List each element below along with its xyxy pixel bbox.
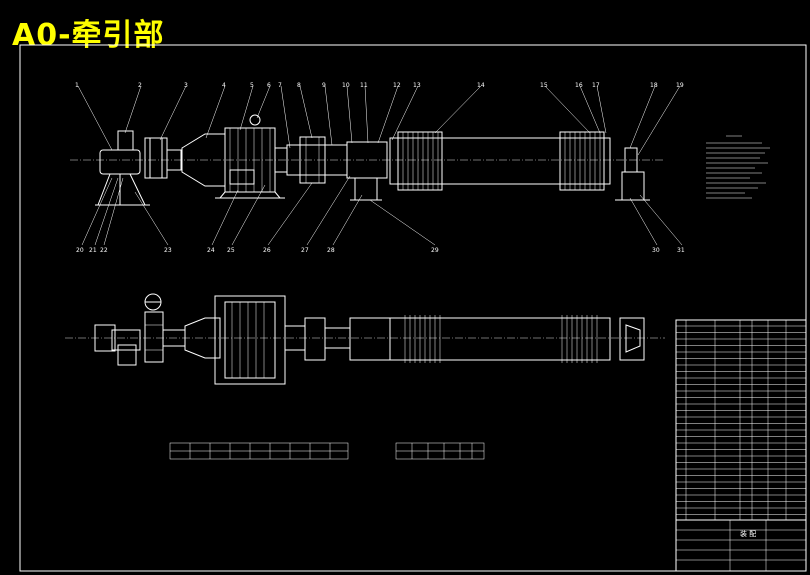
plan-drum-windings-right [561,315,598,363]
part-number: 26 [263,247,271,254]
part-number: 10 [342,82,350,89]
part-labels-bottom: 20 21 22 23 24 25 26 27 28 29 30 31 [76,247,685,254]
title-block: 装 配 [676,519,806,571]
drawing-title: A0-牵引部 [12,18,165,53]
part-number: 6 [267,82,271,89]
part-number: 22 [100,247,108,254]
parameter-table-right [395,442,485,460]
drum-windings-right [564,132,601,190]
part-number: 31 [677,247,685,254]
plan-view [65,293,665,385]
part-number: 24 [207,247,215,254]
part-number: 21 [89,247,97,254]
part-number: 14 [477,82,485,89]
technical-notes [706,135,770,199]
part-number: 18 [650,82,658,89]
part-number: 13 [413,82,421,89]
part-number: 28 [327,247,335,254]
drum-windings-left [402,132,439,190]
leaders-bottom [81,175,683,246]
part-number: 27 [301,247,309,254]
part-number: 30 [652,247,660,254]
leaders-top [77,85,681,156]
part-number: 15 [540,82,548,89]
drawing-frame [19,44,807,572]
part-number: 9 [322,82,326,89]
part-number: 3 [184,82,188,89]
part-number: 8 [297,82,301,89]
parameter-table-left [169,442,349,460]
part-number: 11 [360,82,368,89]
part-number: 29 [431,247,439,254]
part-number: 17 [592,82,600,89]
part-labels-top: 1 2 3 4 5 6 7 8 9 10 11 12 13 14 15 16 1… [75,82,684,89]
part-number: 25 [227,247,235,254]
part-number: 2 [138,82,142,89]
part-number: 1 [75,82,79,89]
part-number: 12 [393,82,401,89]
part-number: 5 [250,82,254,89]
part-number: 19 [676,82,684,89]
part-number: 4 [222,82,226,89]
title-block-label: 装 配 [740,529,756,538]
bill-of-materials [675,319,807,572]
part-number: 7 [278,82,282,89]
plan-drum-windings-left [404,315,441,363]
part-number: 20 [76,247,84,254]
part-number: 16 [575,82,583,89]
part-number: 23 [164,247,172,254]
front-view [70,114,665,206]
